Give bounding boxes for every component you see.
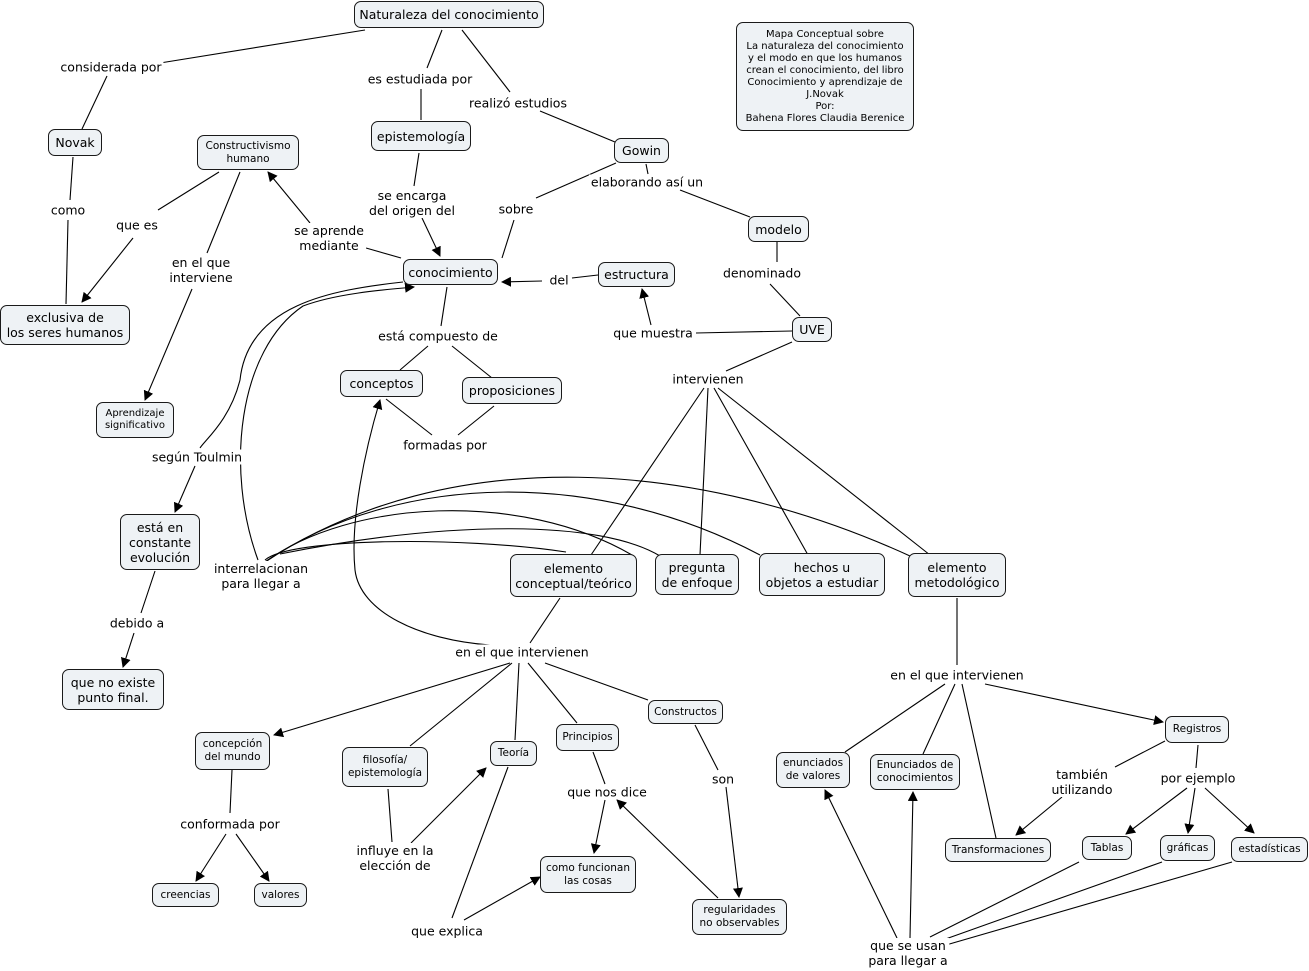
node-constructivismo-humano[interactable]: Constructivismo humano — [197, 135, 299, 170]
link-como: como — [48, 202, 88, 218]
link-denominado: denominado — [720, 265, 804, 281]
node-principios[interactable]: Principios — [556, 724, 619, 751]
node-pregunta-enfoque[interactable]: pregunta de enfoque — [655, 554, 739, 595]
node-hechos-objetos[interactable]: hechos u objetos a estudiar — [759, 553, 885, 596]
link-intervienen: intervienen — [670, 371, 746, 387]
node-registros[interactable]: Registros — [1165, 716, 1229, 743]
node-uve[interactable]: UVE — [792, 317, 832, 342]
link-son: son — [709, 771, 737, 787]
node-concepcion-del-mundo[interactable]: concepción del mundo — [195, 732, 270, 770]
node-filosofia-epistemologia[interactable]: filosofía/ epistemología — [342, 747, 428, 787]
link-es-estudiada-por: es estudiada por — [365, 71, 475, 87]
link-del: del — [547, 272, 571, 288]
node-tablas[interactable]: Tablas — [1082, 836, 1132, 860]
node-conceptos[interactable]: conceptos — [340, 370, 423, 397]
node-enunciados-conocimientos[interactable]: Enunciados de conocimientos — [870, 754, 960, 790]
link-elaborando-asi-un: elaborando así un — [588, 174, 706, 190]
link-sobre: sobre — [496, 201, 536, 217]
link-que-es: que es — [114, 217, 160, 233]
link-tambien-utilizando: también utilizando — [1049, 767, 1115, 797]
link-influye-eleccion: influye en la elección de — [354, 843, 436, 873]
node-constructos[interactable]: Constructos — [648, 700, 723, 724]
link-se-aprende-mediante: se aprende mediante — [292, 223, 366, 253]
node-estructura[interactable]: estructura — [598, 262, 675, 287]
link-esta-compuesto-de: está compuesto de — [376, 328, 500, 344]
node-transformaciones[interactable]: Transformaciones — [945, 838, 1051, 862]
link-formadas-por: formadas por — [401, 437, 489, 453]
node-elemento-conceptual-teorico[interactable]: elemento conceptual/teórico — [510, 554, 637, 597]
node-exclusiva-seres-humanos[interactable]: exclusiva de los seres humanos — [0, 305, 130, 345]
link-se-encarga-origen: se encarga del origen del — [367, 188, 457, 218]
node-gowin[interactable]: Gowin — [614, 138, 669, 163]
link-considerada-por: considerada por — [58, 59, 164, 75]
node-valores[interactable]: valores — [254, 883, 307, 907]
node-no-existe-punto-final[interactable]: que no existe punto final. — [62, 669, 164, 710]
link-segun-toulmin: según Toulmin — [149, 449, 245, 465]
node-regularidades-no-observables[interactable]: regularidades no observables — [692, 899, 787, 935]
node-como-funcionan-las-cosas[interactable]: como funcionan las cosas — [540, 856, 636, 893]
node-naturaleza-del-conocimiento[interactable]: Naturaleza del conocimiento — [354, 1, 544, 28]
link-conformada-por: conformada por — [178, 816, 282, 832]
link-en-el-que-interviene: en el que interviene — [167, 255, 235, 285]
node-modelo[interactable]: modelo — [748, 216, 809, 242]
link-que-nos-dice: que nos dice — [565, 784, 649, 800]
node-proposiciones[interactable]: proposiciones — [462, 377, 562, 404]
link-debido-a: debido a — [107, 615, 167, 631]
link-realizo-estudios: realizó estudios — [467, 95, 569, 111]
node-elemento-metodologico[interactable]: elemento metodológico — [908, 553, 1006, 597]
link-que-muestra: que muestra — [611, 325, 695, 341]
node-creencias[interactable]: creencias — [152, 883, 219, 907]
node-enunciados-valores[interactable]: enunciados de valores — [776, 752, 850, 788]
node-epistemologia[interactable]: epistemología — [371, 121, 471, 151]
link-que-explica: que explica — [409, 923, 485, 939]
node-estadisticas[interactable]: estadísticas — [1231, 837, 1308, 862]
node-teoria[interactable]: Teoría — [490, 741, 537, 766]
node-aprendizaje-significativo[interactable]: Aprendizaje significativo — [96, 402, 174, 438]
link-en-el-que-intervienen-conceptual: en el que intervienen — [453, 644, 591, 660]
link-por-ejemplo: por ejemplo — [1158, 770, 1238, 786]
node-novak[interactable]: Novak — [48, 129, 102, 156]
link-interrelacionan: interrelacionan para llegar a — [211, 561, 311, 591]
node-map-info[interactable]: Mapa Conceptual sobre La naturaleza del … — [736, 22, 914, 131]
node-graficas[interactable]: gráficas — [1160, 835, 1215, 861]
link-que-se-usan: que se usan para llegar a — [866, 938, 950, 968]
link-en-el-que-intervienen-metodologico: en el que intervienen — [888, 667, 1026, 683]
node-conocimiento[interactable]: conocimiento — [403, 259, 498, 285]
node-constante-evolucion[interactable]: está en constante evolución — [120, 514, 200, 570]
